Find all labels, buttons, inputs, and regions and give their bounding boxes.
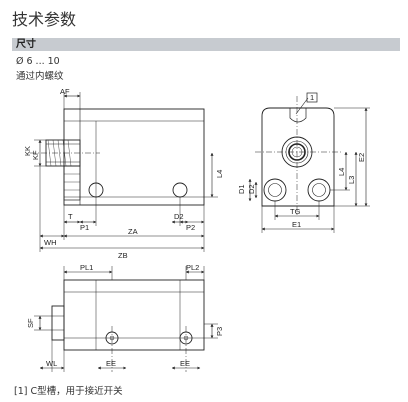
thread-note: 通过内螺纹 <box>16 71 64 82</box>
side-hole-2 <box>172 182 188 198</box>
dim-p2: P2 <box>186 223 195 232</box>
dim-e1: E1 <box>292 220 301 229</box>
dim-pl2: PL2 <box>186 263 199 272</box>
c-slot <box>289 108 307 123</box>
front-body <box>261 107 335 207</box>
callout-number: 1 <box>310 93 314 102</box>
section-label: 尺寸 <box>16 39 36 50</box>
dim-ee-right: EE <box>180 359 190 368</box>
dim-ee-left: EE <box>106 359 116 368</box>
dim-p3: P3 <box>215 327 224 336</box>
dim-p1: P1 <box>80 223 89 232</box>
front-hole-right <box>307 178 331 202</box>
footnote: [1] C型槽，用于接近开关 <box>14 386 123 397</box>
side-view-labels: AF KK KF L4 T P1 D2 P2 WH ZA ZB <box>23 87 224 260</box>
dim-t: T <box>68 212 73 221</box>
rod-nut <box>63 165 81 201</box>
dim-wl: WL <box>46 359 57 368</box>
page-title: 技术参数 <box>12 10 77 29</box>
dim-za: ZA <box>128 227 138 236</box>
dim-d2-side: D2 <box>174 212 184 221</box>
top-rod <box>51 305 65 341</box>
dim-l4-side: L4 <box>215 170 224 178</box>
side-view <box>30 92 218 252</box>
dim-kk: KK <box>23 146 32 156</box>
dim-af: AF <box>60 87 70 96</box>
size-range: Ø 6 ... 10 <box>16 56 60 67</box>
front-hole-left <box>263 178 287 202</box>
section-header-bar: 尺寸 <box>12 38 400 51</box>
top-view-labels: PL1 PL2 SF P3 WL EE EE <box>26 263 224 368</box>
dim-tg: TG <box>290 207 301 216</box>
dim-wh: WH <box>44 238 57 247</box>
dim-l3: L3 <box>347 176 356 184</box>
front-view-labels: 1 D1 D2 TG E1 L4 L3 E2 <box>237 93 366 229</box>
dim-sf: SF <box>26 318 35 328</box>
dim-e2: E2 <box>357 153 366 162</box>
dim-zb: ZB <box>118 251 128 260</box>
front-view <box>248 92 370 233</box>
dim-l4-front: L4 <box>337 168 346 176</box>
dim-d2-front: D2 <box>247 184 256 194</box>
dim-kf: KF <box>31 150 40 160</box>
dim-d1: D1 <box>237 184 246 194</box>
top-body <box>63 279 205 351</box>
callout-box <box>306 92 318 103</box>
dim-pl1: PL1 <box>80 263 93 272</box>
top-view <box>34 266 218 372</box>
side-body <box>63 108 205 206</box>
